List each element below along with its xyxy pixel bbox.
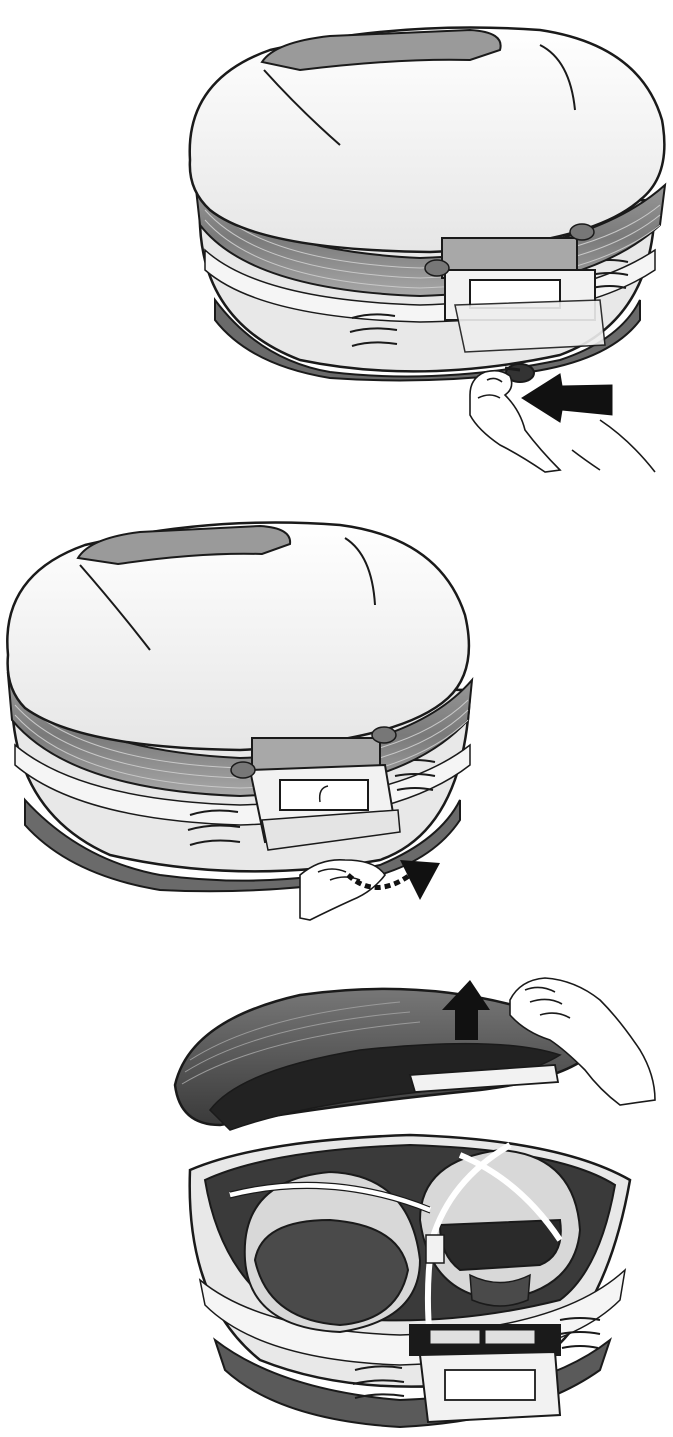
strap-buckle-icon bbox=[426, 1235, 444, 1263]
topcase-closed-key-illustration bbox=[0, 0, 673, 480]
step-1-illustration bbox=[0, 0, 673, 480]
step-2-illustration bbox=[0, 480, 673, 940]
hand-pulling-latch-icon bbox=[300, 860, 385, 920]
push-arrow-icon bbox=[522, 374, 612, 422]
case-lid bbox=[7, 523, 469, 751]
case-lid bbox=[190, 28, 665, 253]
front-latch-open bbox=[410, 1325, 560, 1422]
step-3-illustration bbox=[0, 940, 673, 1437]
topcase-open-helmet-illustration bbox=[0, 940, 673, 1437]
topcase-closed-latch-illustration bbox=[0, 480, 673, 940]
